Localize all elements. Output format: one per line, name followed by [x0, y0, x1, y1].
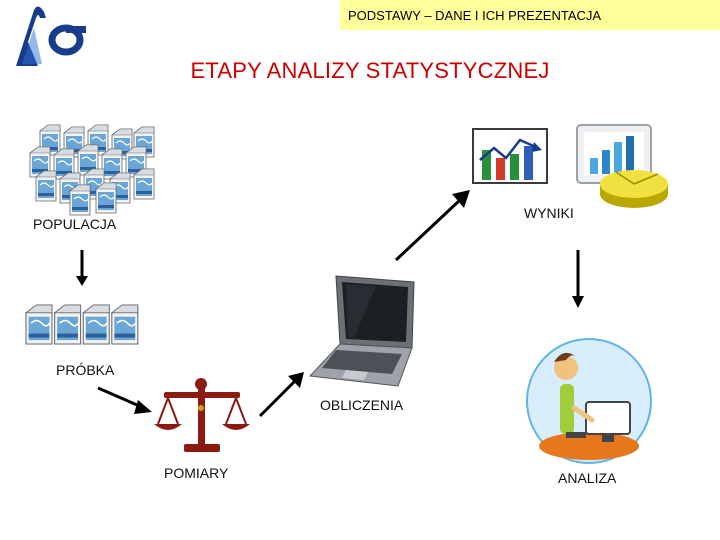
person-at-computer-icon	[526, 338, 652, 464]
chart-icon	[472, 128, 548, 184]
milk-cartons-group-icon	[30, 125, 160, 215]
arrow-obliczenia-wyniki	[392, 190, 472, 264]
pie-chart-icon	[598, 166, 670, 210]
node-label-wyniki: WYNIKI	[524, 205, 574, 221]
arrow-probka-pomiary	[96, 384, 156, 418]
node-label-obliczenia: OBLICZENIA	[320, 397, 403, 413]
milk-cartons-row-icon	[26, 292, 142, 354]
header-banner: PODSTAWY – DANE I ICH PREZENTACJA	[340, 0, 720, 30]
arrow-populacja-probka	[74, 248, 90, 288]
node-label-probka: PRÓBKA	[56, 362, 114, 378]
laptop-icon	[306, 272, 416, 388]
header-text: PODSTAWY – DANE I ICH PREZENTACJA	[348, 8, 601, 23]
arrow-wyniki-analiza	[570, 248, 586, 310]
node-label-pomiary: POMIARY	[164, 465, 228, 481]
arrow-pomiary-obliczenia	[258, 370, 308, 420]
balance-scale-icon	[150, 374, 254, 458]
page-title: ETAPY ANALIZY STATYSTYCZNEJ	[0, 58, 720, 84]
node-label-analiza: ANALIZA	[558, 470, 616, 486]
node-label-populacja: POPULACJA	[33, 216, 116, 232]
